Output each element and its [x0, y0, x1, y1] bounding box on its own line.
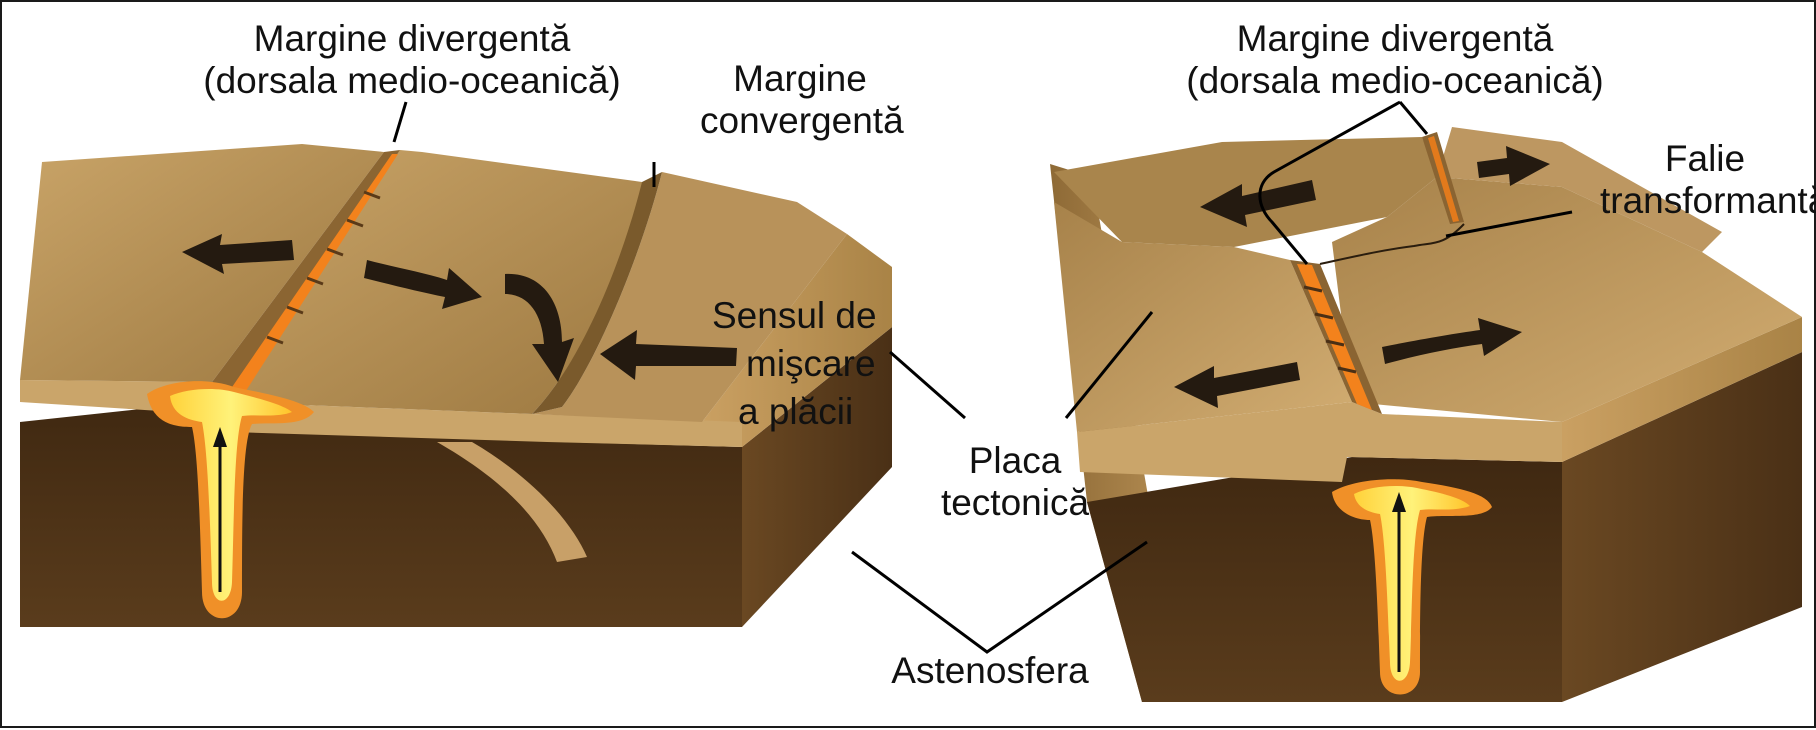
plume-arrow-icon — [213, 427, 227, 592]
transform-label: Falie transformantă — [1600, 138, 1816, 222]
right-arrow-west-far — [1200, 180, 1316, 227]
right-arrow-east-far — [1477, 146, 1550, 186]
left-arrow-west — [182, 234, 294, 274]
motion-label: Sensul de mişcare a plăcii — [710, 292, 890, 436]
right-divergent-line1: Margine divergentă — [1236, 18, 1554, 59]
right-arrow-west-near — [1174, 362, 1300, 408]
right-asthenosphere-side — [1562, 352, 1802, 702]
left-arrow-subduct — [505, 273, 574, 382]
left-plate-top-1 — [20, 144, 384, 382]
left-divergent-leader — [392, 101, 408, 143]
left-divergent-line2: (dorsala medio-oceanică) — [203, 60, 621, 101]
left-ridge-magma — [230, 154, 398, 397]
right-divergent-leader — [1258, 100, 1429, 265]
left-arrow-east — [364, 260, 482, 309]
motion-line3: a plăcii — [738, 391, 854, 432]
transform-line2: transformantă — [1600, 180, 1816, 221]
motion-line2: mişcare — [746, 343, 876, 384]
asthenosphere-text: Astenosfera — [891, 650, 1089, 691]
trench-shadow — [532, 172, 662, 414]
left-divergent-label: Margine divergentă (dorsala medio-oceani… — [172, 18, 652, 102]
plate-motion-arrow-icon — [182, 234, 737, 382]
transform-line1: Falie — [1664, 138, 1746, 179]
right-asthenosphere-front — [1087, 457, 1562, 702]
right-plate-side — [1562, 317, 1802, 462]
left-magma-core — [170, 388, 292, 601]
right-plate-top-2 — [1332, 177, 1802, 422]
right-magma-core — [1354, 486, 1470, 681]
plate-line1: Placa — [968, 440, 1062, 481]
right-divergent-label: Margine divergentă (dorsala medio-oceani… — [1155, 18, 1635, 102]
right-plume-arrow-icon — [1392, 492, 1406, 672]
right-arrow-east-near — [1382, 318, 1522, 364]
left-ridge-cracks — [266, 190, 381, 345]
right-ridge-near-magma — [1297, 264, 1372, 410]
left-arrow-motion — [600, 330, 737, 380]
convergent-line2: convergentă — [700, 100, 904, 141]
transform-leader — [1445, 210, 1573, 238]
right-plate-front-edge — [1077, 402, 1562, 482]
left-plate-side — [702, 234, 892, 447]
subducting-slab — [437, 442, 587, 562]
motion-line1: Sensul de — [712, 295, 877, 336]
right-ridge-cracks — [1303, 285, 1357, 374]
transform-fault — [1319, 223, 1465, 265]
right-ridge-far-magma — [1428, 136, 1459, 222]
plate-line2: tectonică — [940, 482, 1090, 523]
right-divergent-line2: (dorsala medio-oceanică) — [1186, 60, 1604, 101]
convergent-label: Margine convergentă — [700, 58, 904, 142]
plate-leaders — [889, 311, 1154, 420]
asthenosphere-leaders — [851, 540, 1148, 654]
plate-motion-arrow-icon — [1174, 146, 1550, 408]
left-divergent-line1: Margine divergentă — [253, 18, 571, 59]
right-block — [1050, 100, 1802, 702]
convergent-line1: Margine — [733, 58, 867, 99]
asthenosphere-label: Astenosfera — [875, 650, 1105, 692]
right-plate-top-3 — [1054, 137, 1437, 247]
left-block — [20, 101, 892, 627]
left-asthenosphere-side — [742, 327, 892, 627]
plate-label: Placa tectonică — [925, 440, 1105, 524]
